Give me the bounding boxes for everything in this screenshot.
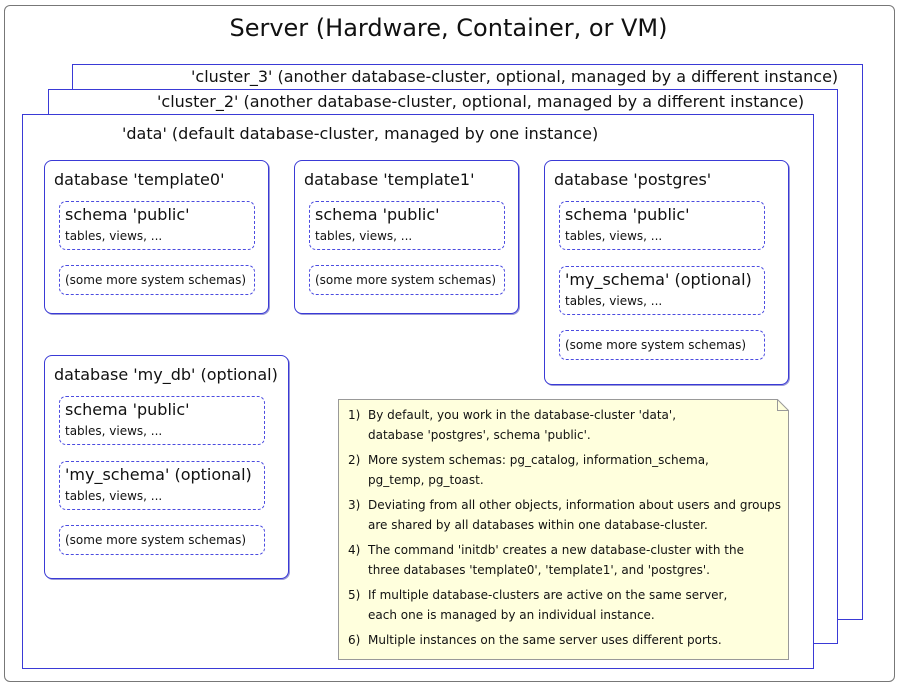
database-title: database 'template0'	[54, 170, 225, 189]
note-number: 2)	[348, 453, 361, 467]
note-item: 4) The command 'initdb' creates a new da…	[348, 540, 788, 580]
schema-public: schema 'public' tables, views, ...	[559, 201, 765, 250]
note-number: 6)	[348, 633, 361, 647]
system-schemas: (some more system schemas)	[559, 330, 765, 360]
schema-public: schema 'public' tables, views, ...	[309, 201, 505, 250]
database-template0: database 'template0' schema 'public' tab…	[44, 160, 269, 314]
database-title: database 'template1'	[304, 170, 475, 189]
note-line: By default, you work in the database-clu…	[368, 408, 677, 422]
schema-my-schema: 'my_schema' (optional) tables, views, ..…	[559, 266, 765, 315]
schema-name: 'my_schema' (optional)	[565, 270, 752, 289]
note-item: 6) Multiple instances on the same server…	[348, 630, 788, 650]
schema-public: schema 'public' tables, views, ...	[59, 201, 255, 250]
schema-contents: tables, views, ...	[315, 229, 413, 243]
note-item: 5) If multiple database-clusters are act…	[348, 585, 788, 625]
note-number: 5)	[348, 588, 361, 602]
note-line: Deviating from all other objects, inform…	[368, 498, 781, 512]
system-schemas: (some more system schemas)	[309, 265, 505, 295]
database-title: database 'my_db' (optional)	[54, 365, 278, 384]
note-line: database 'postgres', schema 'public'.	[368, 428, 591, 442]
note-line: Multiple instances on the same server us…	[368, 633, 722, 647]
database-postgres: database 'postgres' schema 'public' tabl…	[544, 160, 789, 385]
note-line: each one is managed by an individual ins…	[368, 608, 655, 622]
schema-contents: tables, views, ...	[65, 229, 163, 243]
schema-name: schema 'public'	[65, 400, 190, 419]
schema-name: 'my_schema' (optional)	[65, 465, 252, 484]
note-line: More system schemas: pg_catalog, informa…	[368, 453, 709, 467]
schema-contents: tables, views, ...	[65, 489, 163, 503]
note-shape	[338, 399, 789, 660]
schema-contents: tables, views, ...	[565, 229, 663, 243]
note-list: 1) By default, you work in the database-…	[348, 405, 788, 655]
note-number: 3)	[348, 498, 361, 512]
schema-contents: tables, views, ...	[565, 294, 663, 308]
schema-name: schema 'public'	[565, 205, 690, 224]
cluster-2-title: 'cluster_2' (another database-cluster, o…	[157, 92, 805, 111]
note-line: The command 'initdb' creates a new datab…	[368, 543, 744, 557]
note-line: pg_temp, pg_toast.	[368, 473, 484, 487]
note-item: 2) More system schemas: pg_catalog, info…	[348, 450, 788, 490]
cluster-3-title: 'cluster_3' (another database-cluster, o…	[191, 67, 839, 86]
schema-name: schema 'public'	[315, 205, 440, 224]
schema-my-schema: 'my_schema' (optional) tables, views, ..…	[59, 461, 265, 510]
server-title: Server (Hardware, Container, or VM)	[229, 14, 668, 42]
cluster-data-title: 'data' (default database-cluster, manage…	[122, 124, 599, 143]
database-template1: database 'template1' schema 'public' tab…	[294, 160, 519, 314]
note-line: are shared by all databases within one d…	[368, 518, 708, 532]
database-my-db: database 'my_db' (optional) schema 'publ…	[44, 355, 289, 579]
note-item: 1) By default, you work in the database-…	[348, 405, 788, 445]
note-number: 1)	[348, 408, 361, 422]
schema-public: schema 'public' tables, views, ...	[59, 396, 265, 445]
note-line: three databases 'template0', 'template1'…	[368, 563, 710, 577]
schema-contents: tables, views, ...	[65, 424, 163, 438]
system-schemas: (some more system schemas)	[59, 265, 255, 295]
note-item: 3) Deviating from all other objects, inf…	[348, 495, 788, 535]
schema-name: schema 'public'	[65, 205, 190, 224]
note-line: If multiple database-clusters are active…	[368, 588, 728, 602]
database-title: database 'postgres'	[554, 170, 712, 189]
system-schemas: (some more system schemas)	[59, 525, 265, 555]
note-number: 4)	[348, 543, 361, 557]
